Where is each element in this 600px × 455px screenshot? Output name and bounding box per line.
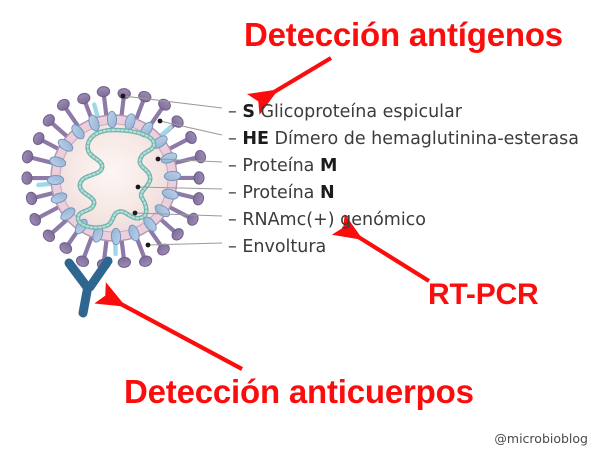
label-row-m: – Proteína M (228, 154, 588, 181)
antibody-y-icon (64, 256, 113, 318)
spike-head (96, 86, 111, 98)
coronavirus-particle-icon (21, 86, 206, 270)
m-protein (161, 188, 179, 200)
m-protein (128, 224, 140, 242)
arrow-to-antibody (94, 282, 243, 371)
label-row-rna: – RNAmc(+) genómico (228, 208, 588, 235)
spike-head (194, 149, 206, 164)
spike-head (139, 255, 153, 267)
m-protein (46, 174, 65, 186)
spike-head (185, 131, 197, 144)
callout-antigen-detection: Detección antígenos (244, 16, 563, 53)
component-text: Proteína (242, 183, 320, 203)
label-row-he: – HE Dímero de hemaglutinina-esterasa (228, 127, 588, 154)
component-abbr: N (319, 183, 335, 203)
spike-head (21, 150, 34, 164)
spike-head (158, 98, 171, 111)
m-protein (60, 207, 76, 221)
label-dash: – (228, 129, 243, 149)
spike-head (157, 243, 170, 256)
component-abbr: HE (242, 129, 269, 149)
spike-head (21, 171, 33, 185)
spike-head (42, 229, 55, 242)
spike-head (57, 98, 70, 111)
label-dash: – (228, 102, 243, 122)
m-protein (88, 114, 100, 132)
component-text: Dímero de hemaglutinina-esterasa (268, 129, 579, 149)
spike-head (187, 212, 199, 226)
component-text: Proteína (242, 156, 320, 176)
callout-antibody-detection: Detección anticuerpos (124, 373, 474, 410)
label-row-s: – S Glicoproteína espicular (228, 100, 588, 127)
watermark-credit: @microbioblog (494, 431, 588, 446)
spike-head (193, 171, 205, 185)
label-row-envelope: – Envoltura (228, 235, 588, 262)
label-dash: – (228, 210, 243, 230)
spike-head (25, 191, 38, 206)
component-text: RNAmc(+) genómico (242, 210, 427, 230)
spike-head (59, 242, 73, 254)
m-protein (50, 192, 68, 204)
component-label-list: – S Glicoproteína espicular – HE Dímero … (228, 100, 588, 262)
spike-head (42, 114, 55, 127)
m-protein (71, 124, 85, 140)
component-text: Envoltura (242, 237, 327, 257)
spike-head (77, 92, 91, 105)
m-protein (110, 227, 122, 246)
m-protein (49, 156, 67, 168)
label-dash: – (228, 156, 243, 176)
label-dash: – (228, 183, 243, 203)
spike-head (29, 212, 42, 226)
callout-rt-pcr: RT-PCR (428, 278, 539, 311)
spike-head (75, 255, 90, 267)
m-protein (160, 152, 178, 164)
label-row-n: – Proteína N (228, 181, 588, 208)
label-dash: – (228, 237, 243, 257)
m-protein (57, 138, 74, 152)
arrow-to-antigen (246, 56, 333, 115)
m-protein (163, 170, 182, 182)
spike-head (32, 132, 45, 146)
component-abbr: M (319, 156, 338, 176)
component-abbr: S (242, 102, 255, 122)
component-text: Glicoproteína espicular (254, 102, 462, 122)
spike-head (192, 192, 205, 206)
arrow-to-rna (331, 214, 431, 283)
rna-genome (75, 127, 157, 230)
spike-head (171, 228, 184, 241)
spike-head (117, 256, 132, 268)
